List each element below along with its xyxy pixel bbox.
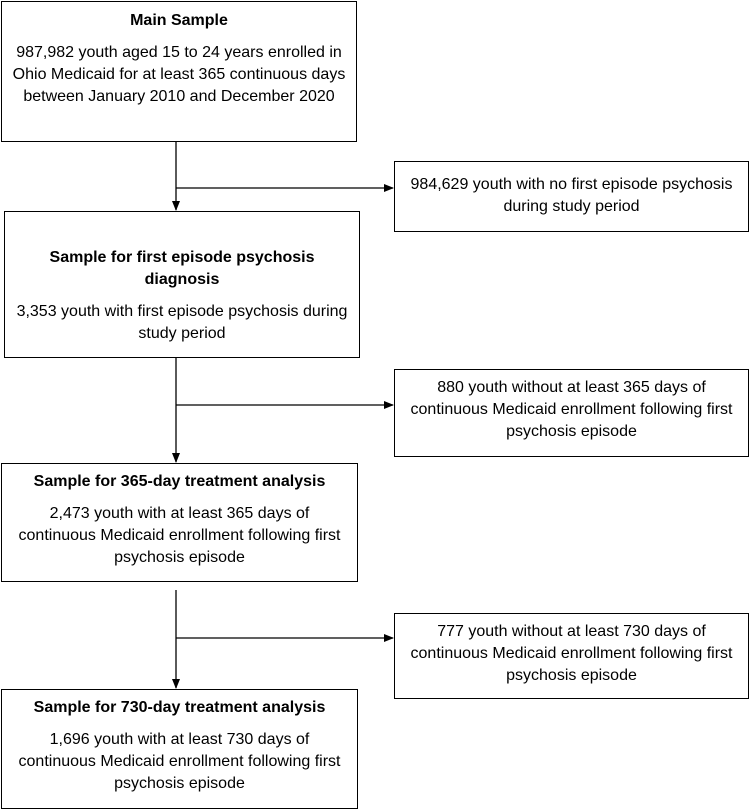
exclusion-3-text: 777 youth without at least 730 days of c… — [410, 623, 733, 684]
treatment-365-title: Sample for 365-day treatment analysis — [33, 473, 326, 490]
exclusion-box-2: 880 youth without at least 365 days of c… — [394, 369, 749, 457]
main-sample-box: Main Sample 987,982 youth aged 15 to 24 … — [1, 1, 357, 142]
treatment-730-title: Sample for 730-day treatment analysis — [33, 699, 326, 716]
first-episode-text: 3,353 youth with first episode psychosis… — [16, 303, 348, 342]
first-episode-box: Sample for first episode psychosis diagn… — [4, 211, 360, 358]
first-episode-title: Sample for first episode psychosis diagn… — [49, 249, 315, 288]
exclusion-1-text: 984,629 youth with no first episode psyc… — [410, 176, 733, 215]
exclusion-box-3: 777 youth without at least 730 days of c… — [394, 613, 749, 699]
exclusion-2-text: 880 youth without at least 365 days of c… — [410, 379, 733, 440]
main-sample-title: Main Sample — [130, 12, 228, 29]
main-sample-text: 987,982 youth aged 15 to 24 years enroll… — [12, 44, 346, 105]
treatment-365-text: 2,473 youth with at least 365 days of co… — [18, 505, 341, 566]
treatment-365-box: Sample for 365-day treatment analysis 2,… — [1, 463, 358, 582]
treatment-730-text: 1,696 youth with at least 730 days of co… — [18, 731, 341, 792]
exclusion-box-1: 984,629 youth with no first episode psyc… — [394, 161, 749, 232]
treatment-730-box: Sample for 730-day treatment analysis 1,… — [1, 689, 358, 809]
